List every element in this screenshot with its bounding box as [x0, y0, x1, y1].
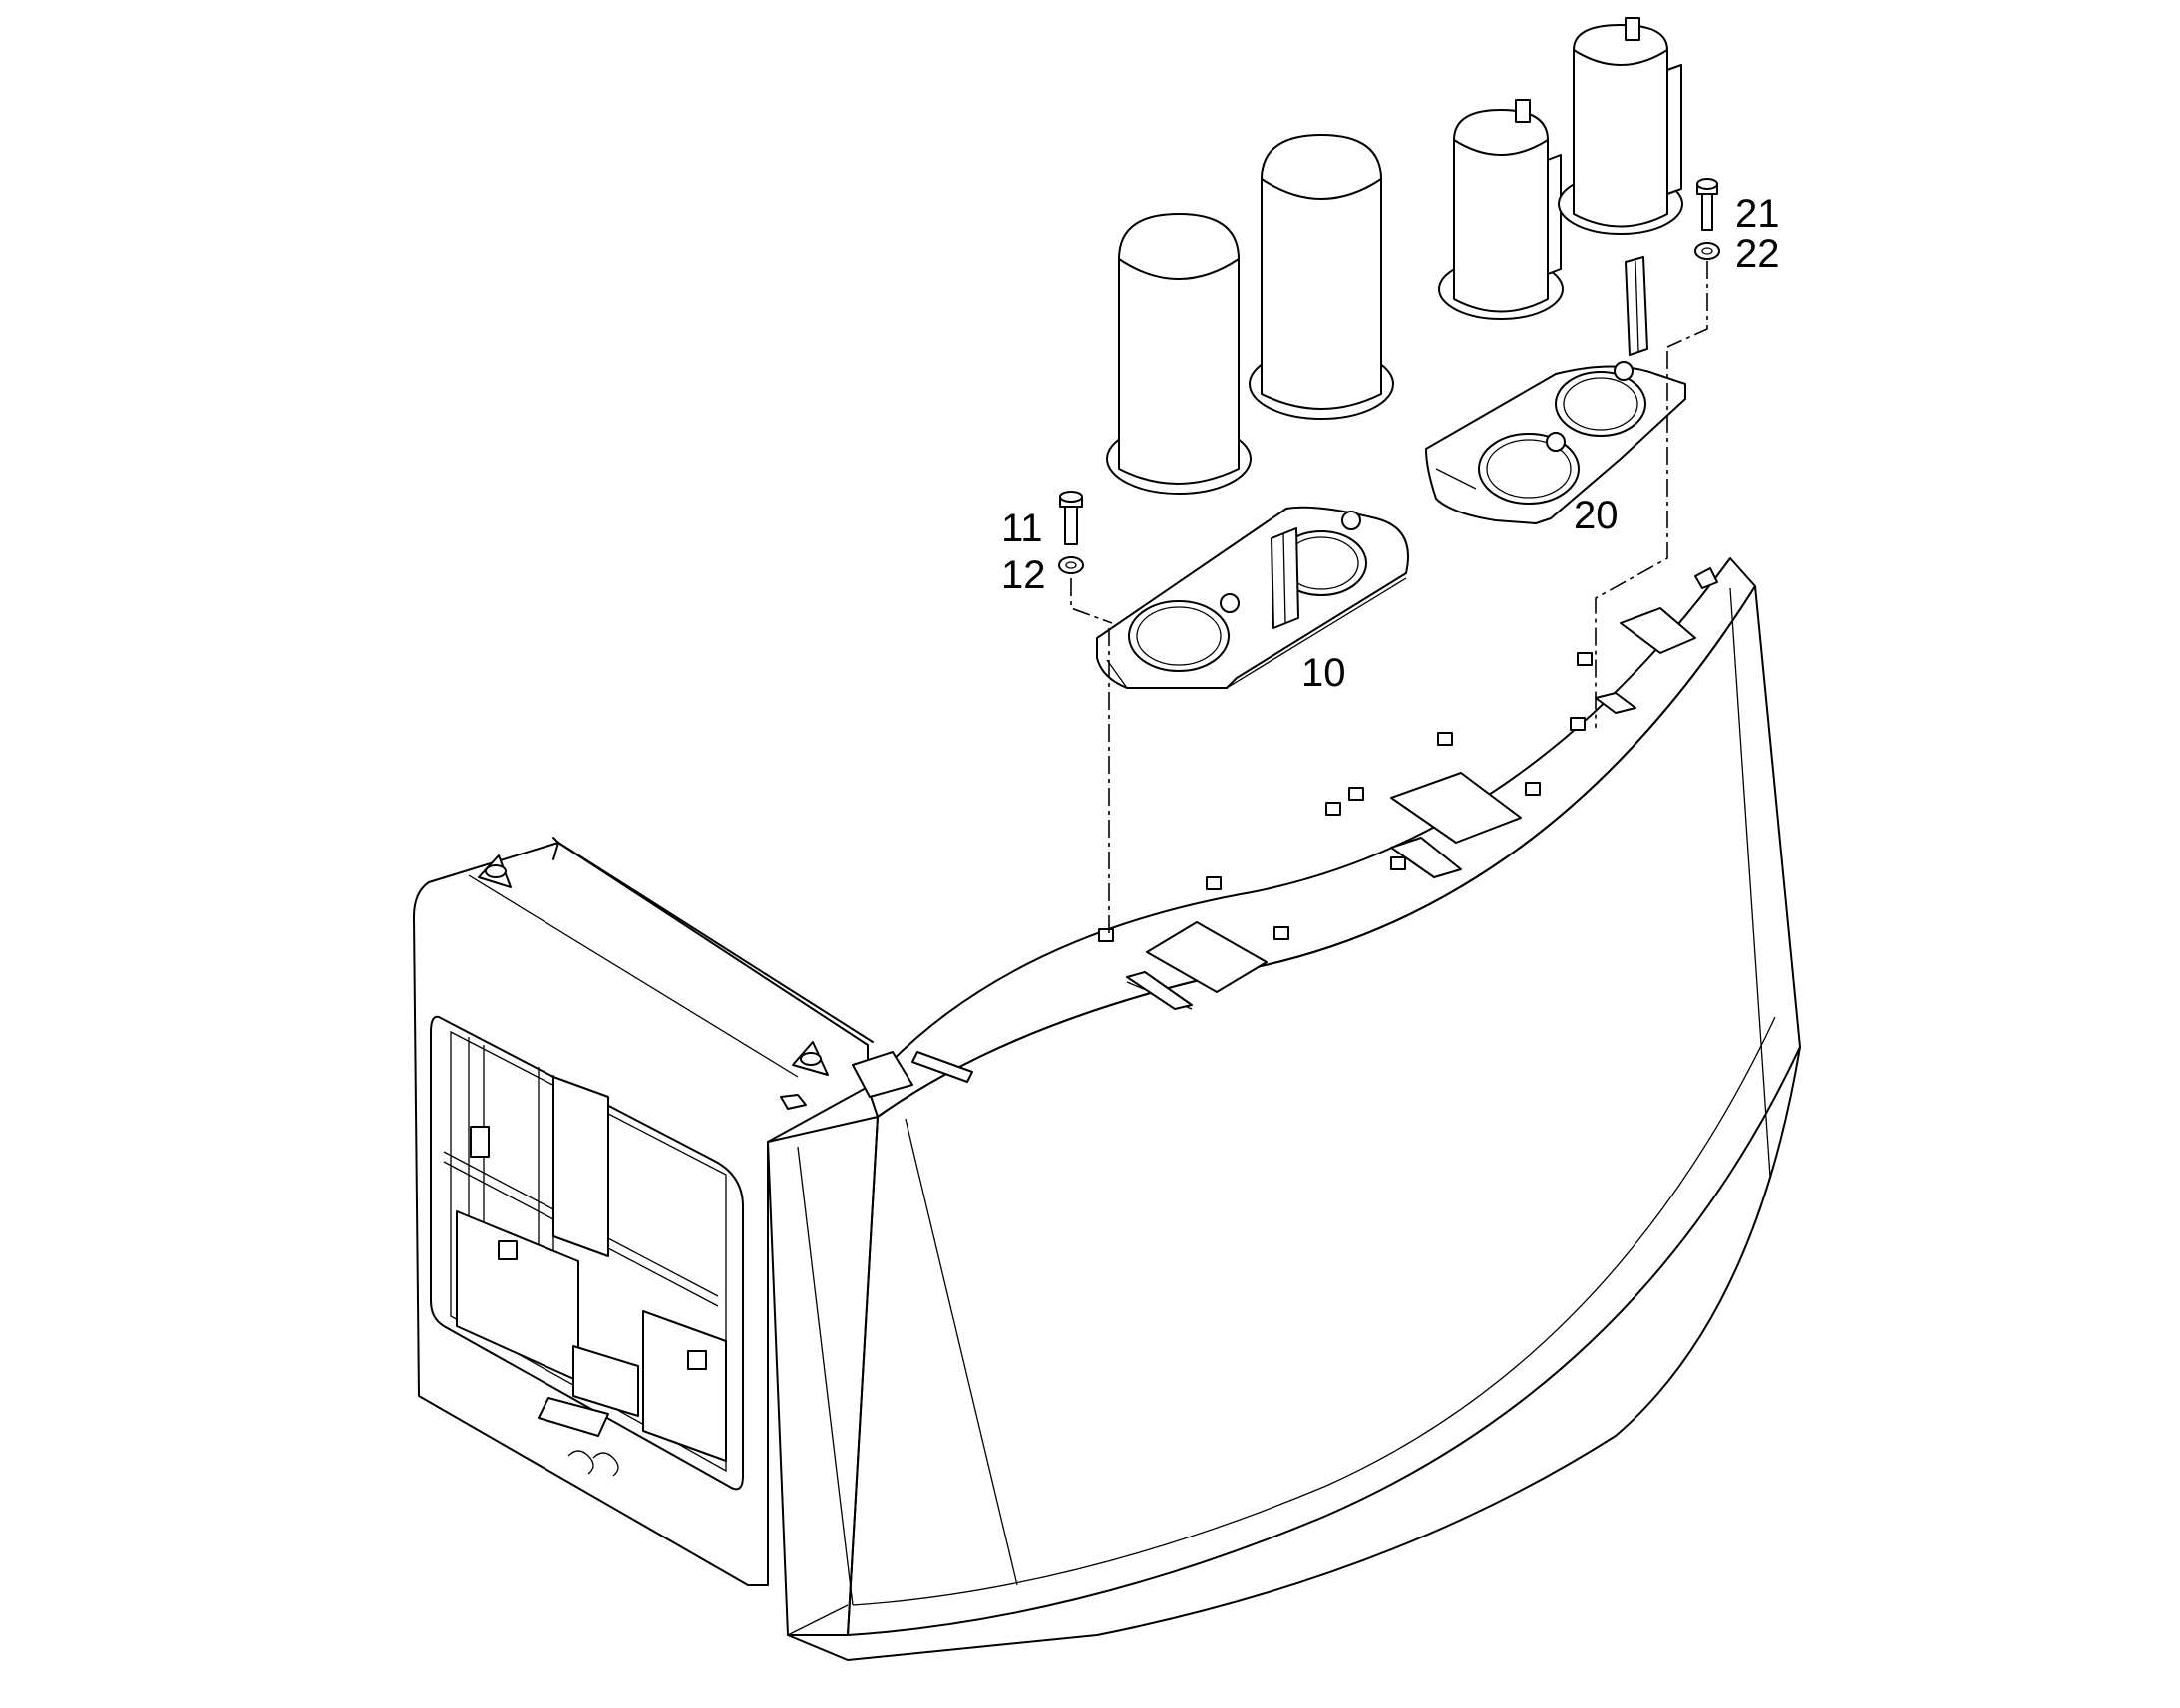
- cylinder-2: [1249, 134, 1394, 420]
- cylinder-3: [1438, 99, 1564, 320]
- nut-22: [1694, 242, 1720, 260]
- washer-12: [1058, 556, 1084, 574]
- callouts: 10 11 12 20 21 22: [1001, 192, 1780, 695]
- callout-10: 10: [1301, 651, 1346, 695]
- bolt-21: [1696, 178, 1718, 231]
- deck-hardware: [780, 567, 1718, 1110]
- cylinder-1: [1106, 213, 1252, 495]
- left-cab-enclosure: [413, 837, 874, 1586]
- bolt-11: [1059, 491, 1083, 545]
- assembly-centerlines: [1070, 261, 1708, 937]
- part-10-mounting-plate: [1096, 506, 1409, 689]
- housing-body: [767, 557, 1801, 1661]
- callout-11: 11: [1001, 507, 1043, 550]
- part-20-mounting-plate: [1425, 256, 1686, 524]
- callout-22: 22: [1735, 232, 1780, 276]
- callout-12: 12: [1001, 553, 1046, 597]
- callout-20: 20: [1574, 494, 1619, 537]
- cylinder-4: [1558, 17, 1683, 235]
- callout-21: 21: [1735, 192, 1780, 236]
